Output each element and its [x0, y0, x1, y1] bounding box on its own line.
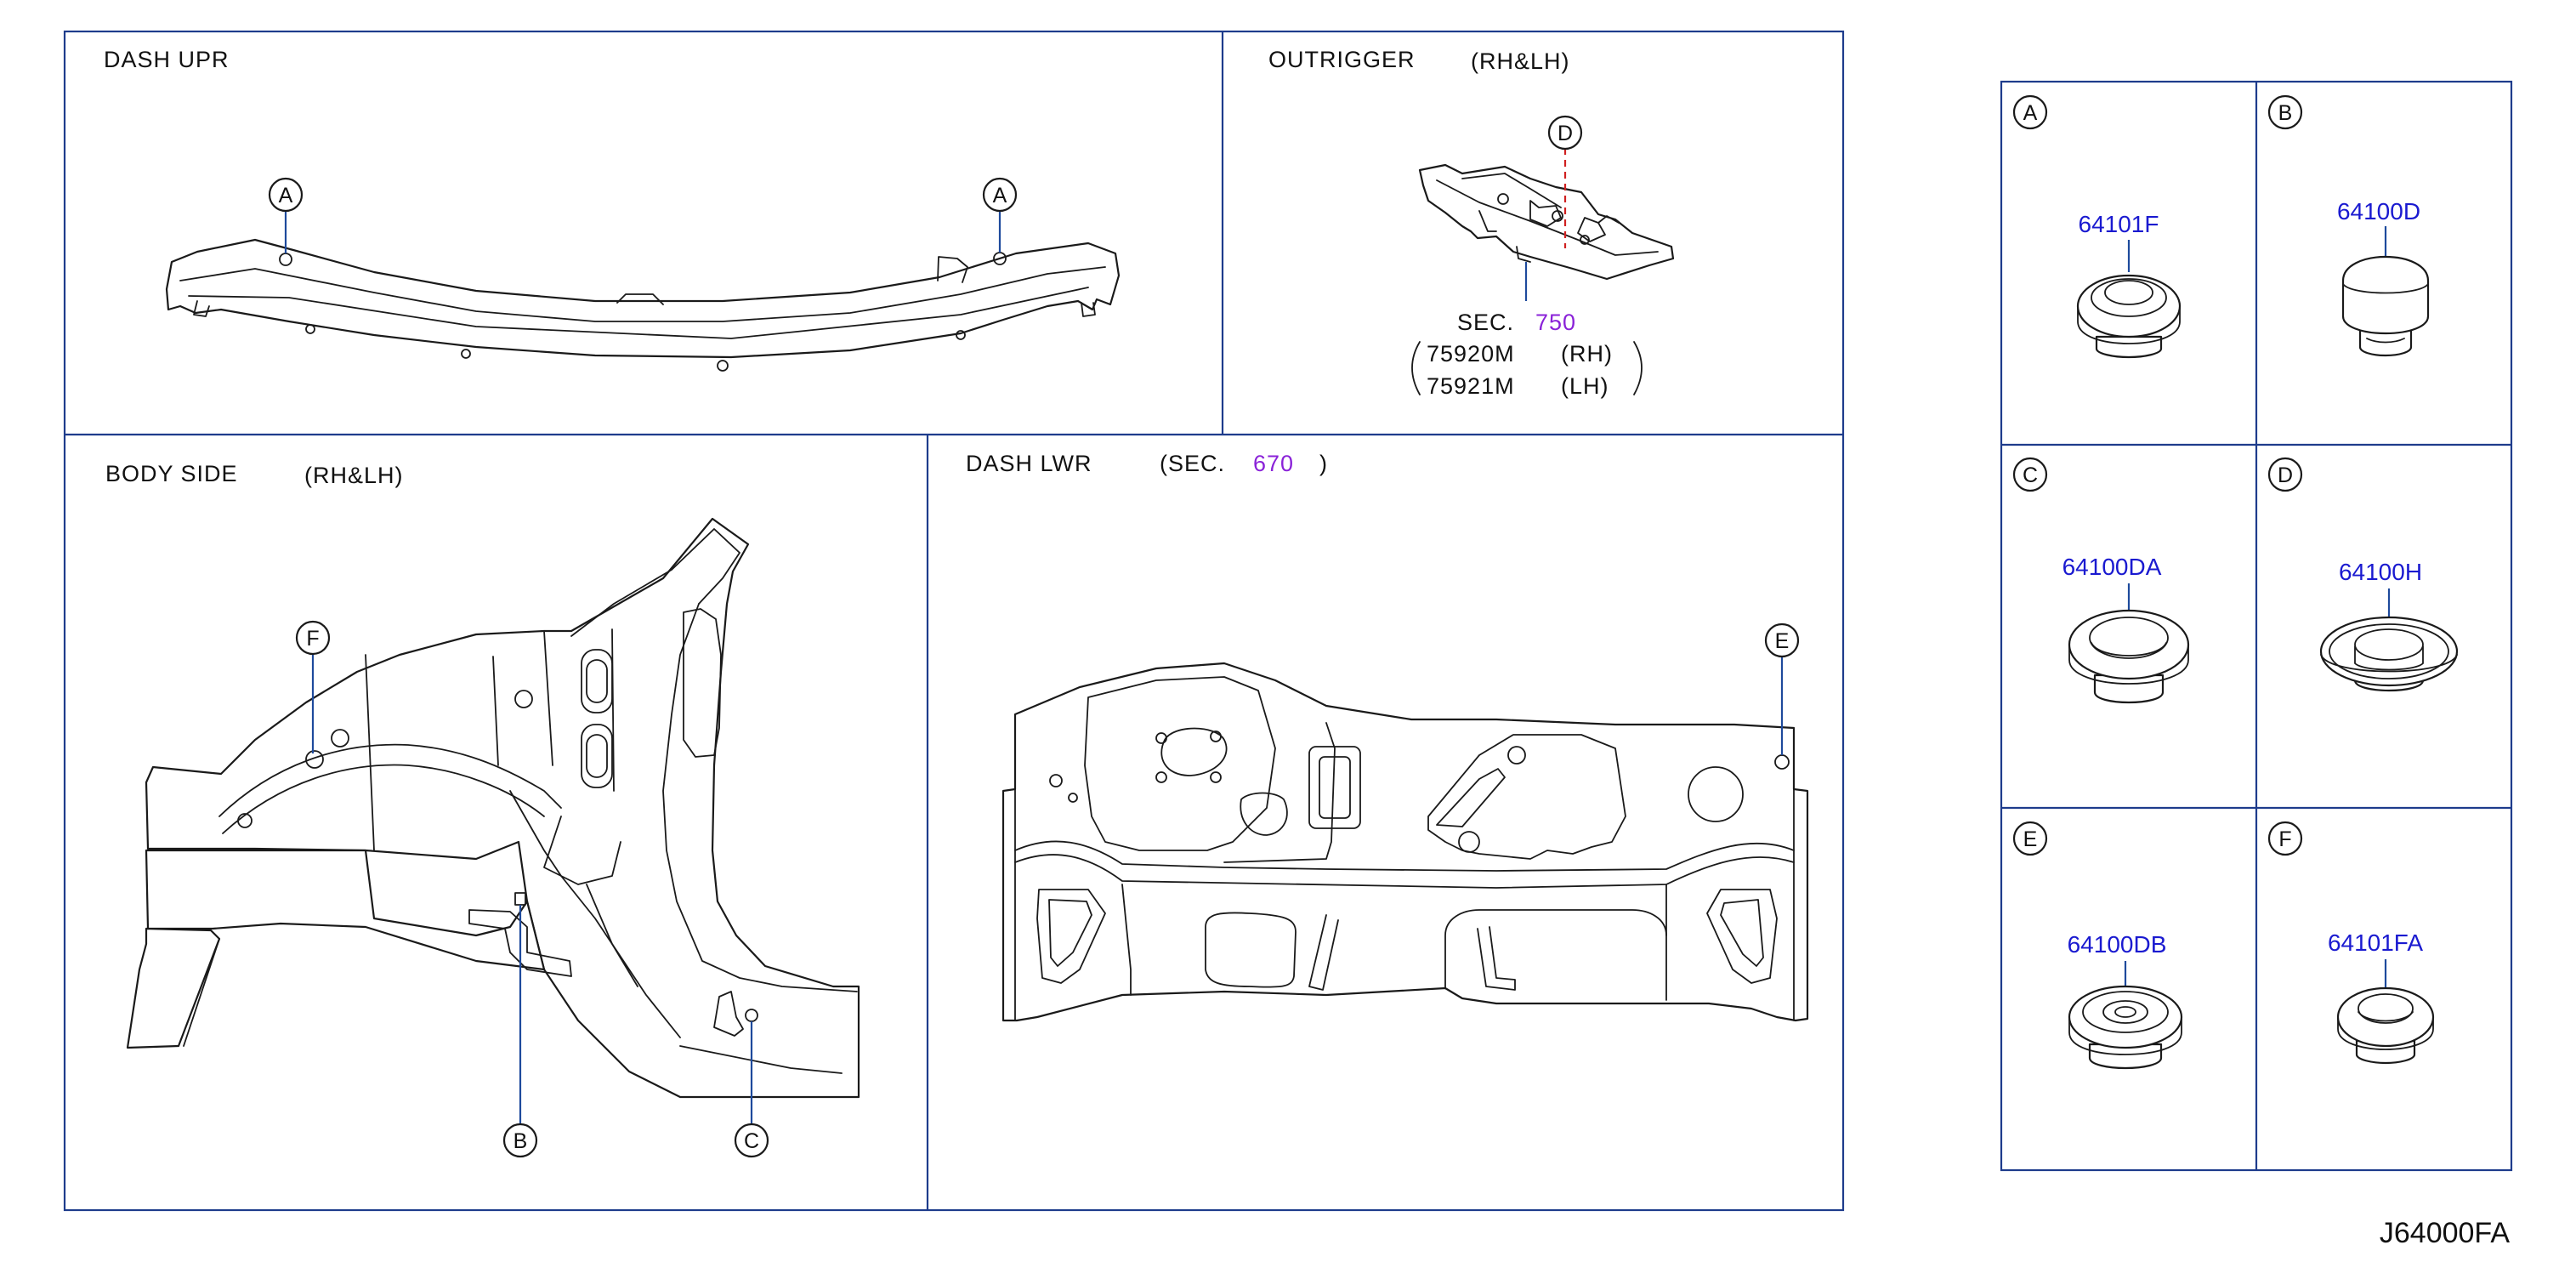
grommet-icon	[2076, 274, 2182, 359]
outrigger-sec-label: SEC.	[1457, 310, 1514, 335]
callout-f: F	[295, 620, 331, 656]
svg-text:A: A	[993, 184, 1007, 207]
outrigger-part-number-rh: 75920M	[1427, 341, 1515, 367]
legend-cell-c: C 64100DA	[2012, 457, 2190, 704]
legend-cell-e: E 64100DB	[2012, 821, 2183, 1070]
body-side-side: (RH&LH)	[304, 463, 404, 488]
legend-part-number-e: 64100DB	[2068, 931, 2167, 958]
callout-c: C	[734, 1123, 769, 1158]
grommet-icon	[2336, 986, 2435, 1065]
dash-lwr-part	[1001, 662, 1809, 1022]
legend-cell-b: B 64100D	[2267, 94, 2430, 357]
callout-a-left: A	[268, 177, 304, 213]
bracket-right	[1633, 341, 1643, 395]
callout-e: E	[1764, 622, 1800, 658]
legend-part-number-a: 64101F	[2079, 211, 2159, 237]
grommet-icon	[2068, 609, 2190, 704]
svg-text:C: C	[2023, 463, 2038, 487]
grommet-icon	[2319, 616, 2459, 692]
outrigger-sec-number: 750	[1535, 310, 1576, 335]
grommet-icon	[2068, 985, 2183, 1070]
legend-part-number-d: 64100H	[2339, 559, 2422, 585]
svg-text:E: E	[1775, 629, 1790, 653]
outrigger-part-number-lh: 75921M	[1427, 373, 1515, 399]
dash-lwr-sec-close: )	[1319, 451, 1328, 476]
legend-part-number-c: 64100DA	[2063, 554, 2162, 580]
diagram-reference: J64000FA	[2380, 1217, 2510, 1249]
legend-part-number-b: 64100D	[2337, 198, 2420, 225]
dash-upr-part	[165, 238, 1121, 372]
main-frame	[63, 30, 1845, 1212]
dash-lwr-sec-number: 670	[1253, 451, 1294, 476]
svg-text:D: D	[2278, 463, 2293, 487]
legend-frame	[2000, 80, 2513, 1172]
svg-text:D: D	[1558, 122, 1573, 145]
legend-cell-f: F 64101FA	[2267, 821, 2435, 1065]
svg-text:A: A	[2023, 101, 2038, 125]
svg-text:E: E	[2023, 827, 2038, 851]
bracket-left	[1411, 341, 1421, 395]
svg-text:B: B	[513, 1129, 528, 1153]
dash-upr-title: DASH UPR	[104, 47, 230, 72]
dash-lwr-sec-open: (SEC.	[1160, 451, 1225, 476]
outrigger-title: OUTRIGGER	[1268, 47, 1416, 72]
callout-d: D	[1547, 115, 1583, 151]
callout-b: B	[502, 1123, 538, 1158]
callout-a-right: A	[982, 177, 1018, 213]
dash-lwr-title: DASH LWR	[966, 451, 1092, 476]
svg-text:C: C	[744, 1129, 759, 1153]
legend-part-number-f: 64101FA	[2328, 929, 2423, 956]
legend-cell-a: A 64101F	[2012, 94, 2182, 359]
legend-cell-d: D 64100H	[2267, 457, 2459, 692]
body-side-title: BODY SIDE	[105, 461, 238, 486]
svg-text:F: F	[306, 627, 319, 651]
svg-text:F: F	[2278, 827, 2291, 851]
svg-text:A: A	[279, 184, 293, 207]
outrigger-part	[1418, 163, 1675, 281]
outrigger-part-side-lh: (LH)	[1561, 373, 1609, 399]
outrigger-side: (RH&LH)	[1471, 48, 1570, 74]
plug-icon	[2341, 255, 2430, 357]
outrigger-part-side-rh: (RH)	[1561, 341, 1613, 367]
svg-text:B: B	[2278, 101, 2293, 125]
body-side-part	[126, 517, 860, 1099]
